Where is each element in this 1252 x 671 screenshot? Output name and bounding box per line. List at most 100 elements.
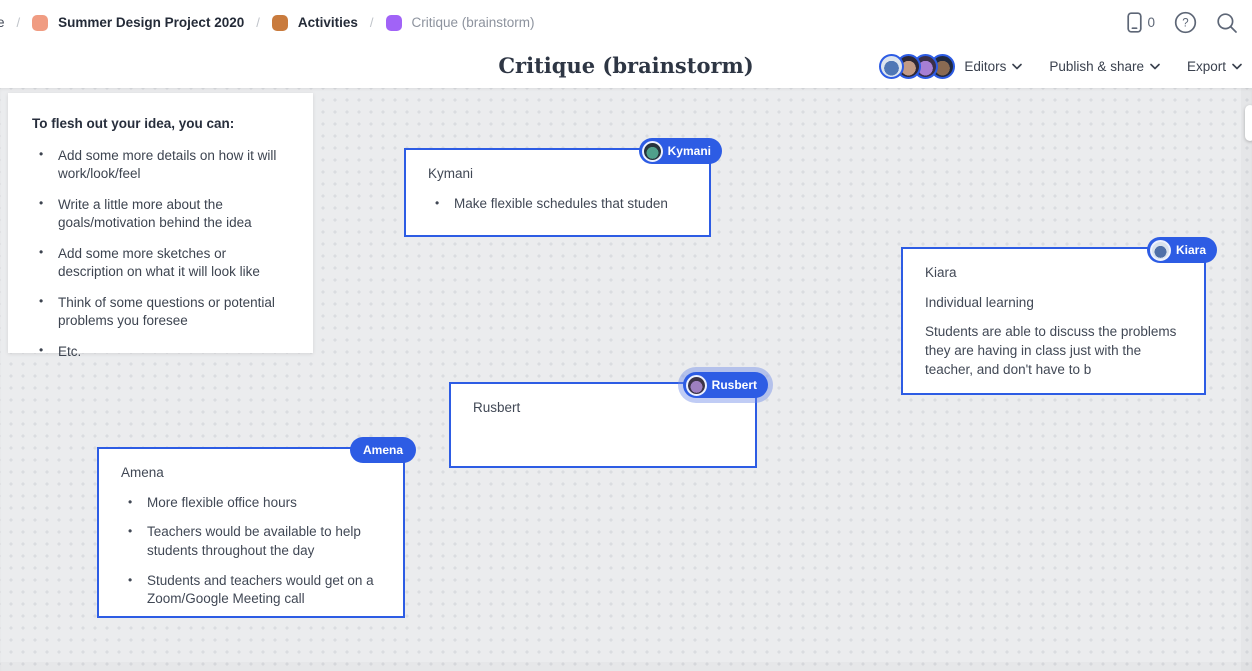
bullet-item: • More flexible office hours bbox=[121, 494, 381, 513]
instruction-card[interactable]: To flesh out your idea, you can: • Add so… bbox=[8, 93, 313, 359]
editor-avatar-icon bbox=[685, 374, 707, 396]
editor-badge-wrap: Amena bbox=[349, 437, 416, 463]
editor-avatar-icon bbox=[1149, 239, 1171, 261]
bullet-icon: • bbox=[128, 572, 133, 587]
help-button[interactable]: ? bbox=[1174, 11, 1197, 34]
bullet-text: Think of some questions or potential pro… bbox=[58, 294, 275, 328]
bullet-item: • Students and teachers would get on a Zo… bbox=[121, 572, 381, 609]
editor-badge: Kymani bbox=[638, 138, 722, 164]
note-text-line: Kiara bbox=[925, 265, 957, 280]
board-canvas[interactable]: To flesh out your idea, you can: • Add so… bbox=[0, 88, 1252, 671]
breadcrumb-separator: / bbox=[16, 15, 21, 30]
board-icon bbox=[385, 14, 402, 31]
title-bar-controls: Editors Publish & share Export bbox=[879, 45, 1242, 88]
vertical-scrollbar-thumb[interactable] bbox=[1245, 105, 1252, 141]
editors-dropdown-label: Editors bbox=[964, 59, 1007, 74]
editor-badge-wrap: Kiara bbox=[1146, 237, 1217, 263]
bullet-item: • Write a little more about the goals/mot… bbox=[32, 196, 289, 232]
bullet-icon: • bbox=[39, 342, 44, 357]
chevron-down-icon bbox=[1232, 63, 1242, 70]
editor-badge-halo: Rusbert bbox=[677, 367, 773, 403]
breadcrumb-separator: / bbox=[256, 15, 260, 30]
editor-avatar-1-icon[interactable] bbox=[879, 54, 905, 79]
note-text-line: Students are able to discuss the problem… bbox=[925, 324, 1177, 377]
note-text-line: Amena bbox=[121, 465, 164, 480]
export-label: Export bbox=[1186, 59, 1226, 74]
top-bar: e / Summer Design Project 2020 / Activities /… bbox=[0, 0, 1252, 45]
breadcrumb-item[interactable]: Critique (brainstorm) bbox=[385, 14, 535, 31]
breadcrumb: e / Summer Design Project 2020 / Activities /… bbox=[0, 14, 535, 31]
bullet-text: Teachers would be available to help stud… bbox=[147, 524, 361, 558]
search-button[interactable] bbox=[1216, 12, 1238, 34]
bullet-item: • Add some more sketches or description o… bbox=[32, 245, 289, 281]
device-preview-button[interactable]: 0 bbox=[1127, 12, 1155, 33]
editor-avatars bbox=[879, 54, 956, 79]
bullet-text: More flexible office hours bbox=[147, 494, 297, 510]
editor-badge: Amena bbox=[349, 437, 416, 463]
editor-avatar-icon bbox=[641, 140, 663, 162]
note-content: Amena•More flexible office hours•Teacher… bbox=[99, 449, 403, 624]
bullet-icon: • bbox=[39, 244, 44, 259]
bullet-icon: • bbox=[39, 293, 44, 308]
editor-badge: Kiara bbox=[1146, 237, 1217, 263]
breadcrumb-item-label: Critique (brainstorm) bbox=[411, 15, 535, 30]
bullet-icon: • bbox=[39, 195, 44, 210]
bullet-text: Etc. bbox=[58, 343, 82, 359]
help-icon: ? bbox=[1174, 11, 1197, 34]
instruction-card-title: To flesh out your idea, you can: bbox=[32, 116, 235, 131]
editor-badge-name: Rusbert bbox=[711, 378, 757, 392]
board-icon bbox=[32, 14, 49, 31]
bullet-icon: • bbox=[39, 147, 44, 161]
breadcrumb-item[interactable]: Activities bbox=[271, 14, 358, 31]
breadcrumb-item-label: Activities bbox=[297, 15, 358, 30]
device-count: 0 bbox=[1147, 15, 1155, 30]
bullet-item: • Make flexible schedules that studen bbox=[428, 195, 687, 214]
bullet-item: • Add some more details on how it will wo… bbox=[32, 147, 289, 183]
publish-share-button[interactable]: Publish & share bbox=[1049, 59, 1160, 74]
svg-text:?: ? bbox=[1182, 18, 1188, 30]
note-text-line: Rusbert bbox=[473, 400, 521, 415]
export-button[interactable]: Export bbox=[1187, 59, 1242, 74]
vertical-scrollbar-track[interactable] bbox=[1241, 88, 1252, 671]
breadcrumb-item-label: Summer Design Project 2020 bbox=[58, 15, 245, 30]
bullet-text: Add some more details on how it will wor… bbox=[58, 148, 277, 181]
title-bar: Critique (brainstorm) Editors Publish & … bbox=[0, 45, 1252, 88]
chevron-down-icon bbox=[1150, 63, 1160, 70]
chevron-down-icon bbox=[1012, 63, 1023, 70]
bullet-item: • Think of some questions or potential pr… bbox=[32, 294, 289, 330]
editor-badge-name: Kiara bbox=[1175, 243, 1206, 257]
editors-dropdown-button[interactable]: Editors bbox=[964, 59, 1023, 74]
mobile-device-icon bbox=[1127, 12, 1143, 33]
bullet-text: Add some more sketches or description on… bbox=[58, 245, 260, 279]
top-right-controls: 0 ? bbox=[1127, 11, 1238, 34]
note-text-line: Individual learning bbox=[925, 294, 1034, 310]
bullet-text: Write a little more about the goals/moti… bbox=[58, 196, 252, 230]
breadcrumb-item[interactable]: Summer Design Project 2020 bbox=[32, 14, 245, 31]
editor-badge-name: Amena bbox=[362, 443, 403, 457]
editor-badge-name: Kymani bbox=[667, 144, 711, 158]
bullet-text: Make flexible schedules that studen bbox=[454, 195, 668, 211]
horizontal-scrollbar-track[interactable] bbox=[0, 662, 1252, 671]
board-icon bbox=[271, 14, 288, 31]
breadcrumb-partial-text: e bbox=[0, 15, 5, 30]
editor-badge: Rusbert bbox=[682, 372, 768, 398]
search-icon bbox=[1216, 12, 1238, 34]
page-title: Critique (brainstorm) bbox=[498, 53, 754, 78]
bullet-item: •Teachers would be available to help stu… bbox=[121, 523, 381, 560]
bullet-text: Students and teachers would get on a Zoo… bbox=[147, 572, 374, 607]
bullet-item: • Etc. bbox=[32, 343, 289, 361]
bullet-icon: • bbox=[435, 195, 440, 210]
breadcrumb-separator: / bbox=[369, 15, 374, 30]
editor-badge-wrap: Kymani bbox=[638, 138, 722, 164]
note-content: Rusbert bbox=[451, 384, 755, 433]
publish-share-label: Publish & share bbox=[1049, 59, 1144, 74]
bullet-icon: • bbox=[128, 494, 133, 509]
instruction-card-body: To flesh out your idea, you can: • Add so… bbox=[8, 93, 313, 384]
note-text-line: Kymani bbox=[428, 166, 474, 181]
note-content: Kymani • Make flexible schedules that stud… bbox=[406, 150, 709, 228]
